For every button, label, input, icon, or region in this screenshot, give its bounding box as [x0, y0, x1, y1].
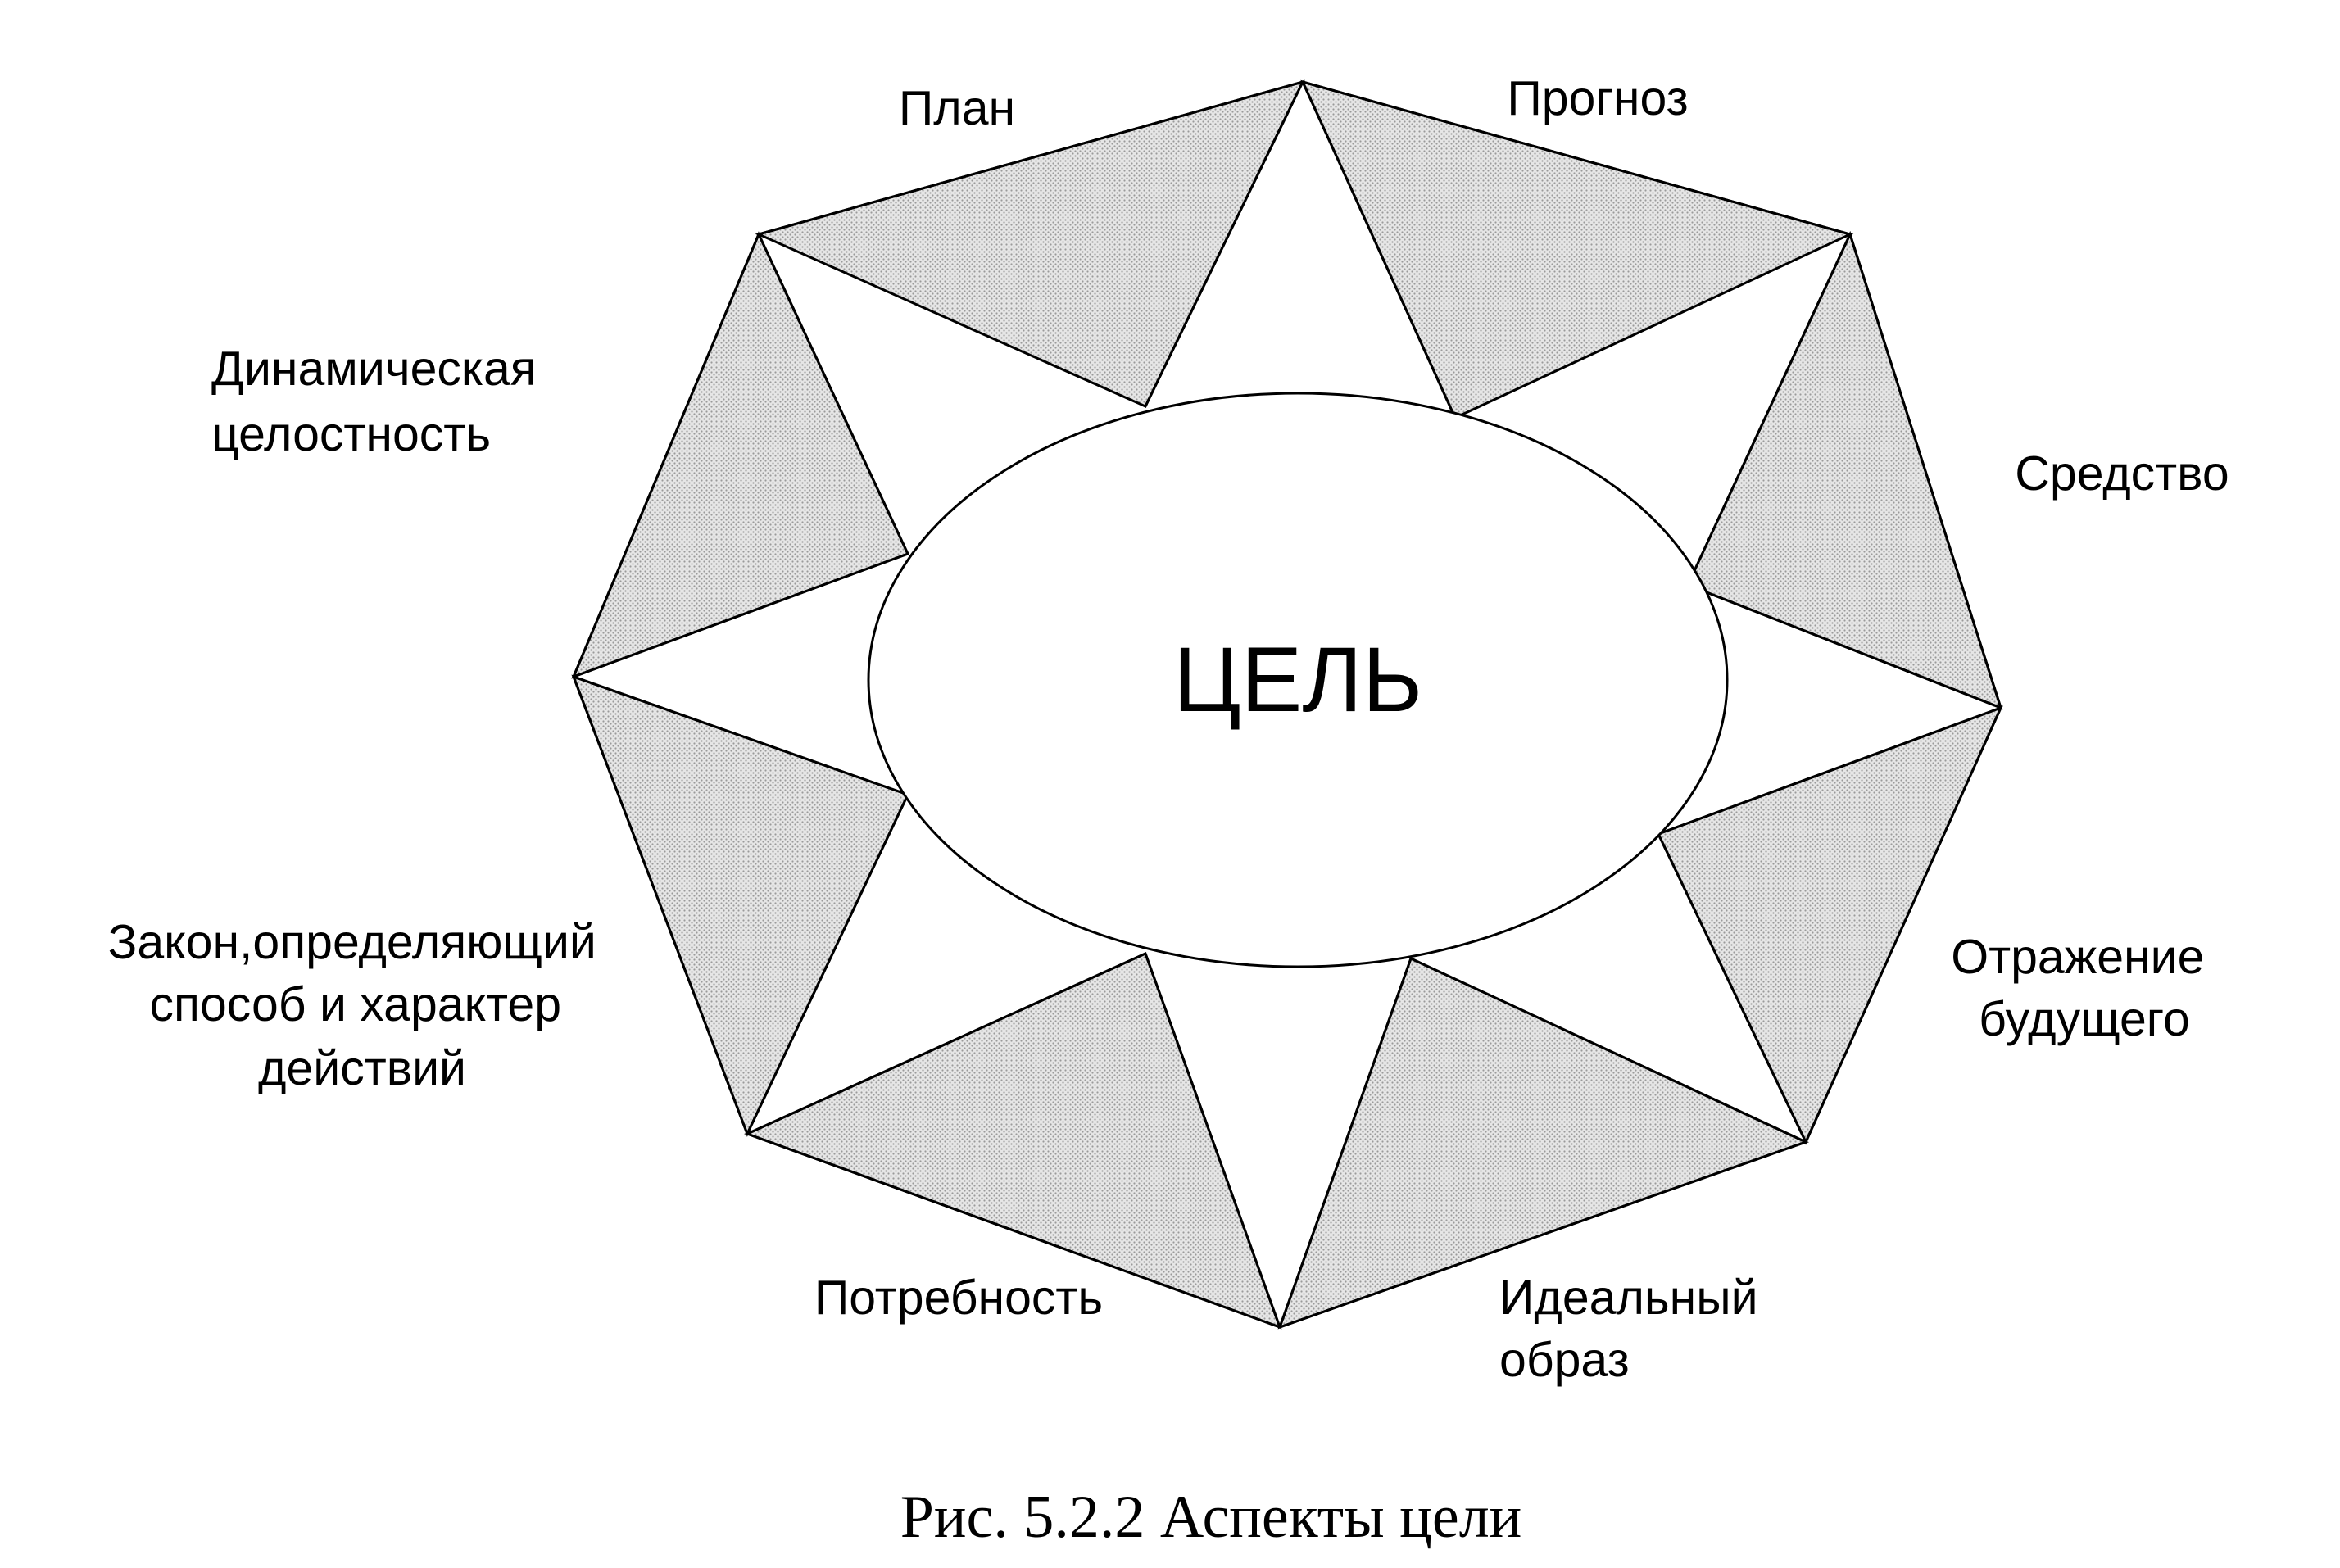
goal-ellipse — [867, 392, 1729, 968]
figure-caption: Рис. 5.2.2 Аспекты цели — [900, 1484, 1522, 1551]
aspect-label-ideal: Идеальный образ — [1499, 1271, 1771, 1387]
triangle-means — [1685, 230, 2003, 710]
aspect-label-need: Потребность — [814, 1271, 1103, 1325]
aspect-label-integrity: Динамическая целостность — [211, 342, 550, 461]
triangle-plan — [755, 79, 1305, 408]
aspect-label-plan: План — [899, 81, 1015, 135]
triangle-forecast — [1300, 79, 1854, 419]
shaded-triangles — [571, 79, 2003, 1330]
aspect-labels: План Прогноз Средство Отражение будущего… — [108, 71, 2229, 1387]
aspect-label-reflection: Отражение будущего — [1951, 930, 2218, 1046]
triangle-reflection — [1656, 705, 2003, 1145]
triangle-law — [571, 674, 910, 1137]
aspect-label-law: Закон,определяющий способ и характер дей… — [108, 915, 610, 1095]
aspect-label-means: Средство — [2015, 446, 2229, 501]
triangle-integrity — [571, 231, 910, 679]
goal-label: ЦЕЛЬ — [1173, 628, 1423, 731]
aspect-label-forecast: Прогноз — [1507, 71, 1688, 125]
spoke-lines — [573, 81, 2002, 1328]
